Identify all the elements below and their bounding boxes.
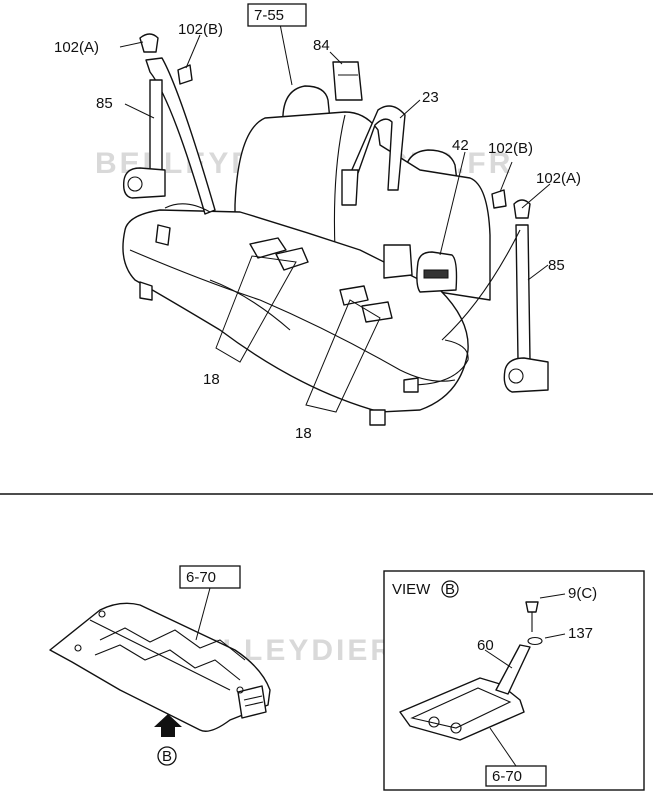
floor-bracket-detail (243, 695, 264, 707)
lap-anchor-left (155, 224, 171, 246)
callout-6-70-right: 6-70 (492, 768, 522, 785)
view-marker-circle (157, 746, 177, 766)
leader-6-70-right (489, 727, 517, 767)
floor-panel-body (49, 602, 271, 732)
bolt-head-9c (525, 601, 539, 613)
leader-60 (484, 649, 513, 669)
view-b-title-circle (441, 580, 459, 598)
right-belt-assembly (403, 189, 549, 393)
left-belt-assembly (122, 33, 216, 246)
callout-85-right: 85 (548, 257, 565, 274)
cover-102b-right (491, 189, 507, 209)
callout-9c: 9(C) (568, 585, 597, 602)
callout-7-55: 7-55 (254, 7, 284, 24)
callout-18-right: 18 (295, 425, 312, 442)
floor-hole-1 (98, 610, 106, 618)
seat-leg-front (139, 281, 153, 301)
leader-102b-left (185, 34, 201, 69)
leader-102b-right (499, 161, 513, 193)
leader-6-70-left (195, 587, 211, 641)
retractor-left-hub (127, 176, 143, 192)
buckle-18-left-a (249, 237, 287, 259)
callout-23: 23 (422, 89, 439, 106)
view-arrow-icon (154, 714, 182, 737)
floor-rib-2 (99, 627, 246, 661)
tray-boss-2 (450, 722, 462, 734)
leader-7-55 (279, 23, 293, 86)
washer-137 (527, 636, 543, 646)
buckle-18-left-b (275, 247, 309, 271)
tongue-center (341, 169, 359, 206)
belt-retractor-strap-left (149, 79, 163, 176)
leader-137 (544, 633, 566, 639)
callout-84: 84 (313, 37, 330, 54)
leader-18-right (305, 299, 381, 413)
leader-85-left (124, 103, 155, 119)
buckle-18-right-b (361, 301, 393, 323)
floor-bracket (237, 685, 267, 719)
view-b-bracket (399, 601, 543, 741)
callout-102a-left: 102(A) (54, 39, 99, 56)
view-b-title: VIEW (392, 581, 431, 598)
bracket-arm (495, 644, 531, 695)
lap-strap-right (409, 339, 469, 386)
tray-boss-1 (428, 716, 440, 728)
leader-102a-left (119, 41, 144, 48)
leader-85-right (527, 264, 549, 281)
ref-box-7-55 (247, 3, 307, 27)
belt-retractor-strap-right (515, 224, 531, 361)
retractor-right (503, 357, 549, 393)
callout-137: 137 (568, 625, 593, 642)
cover-102b-left (177, 64, 193, 85)
callout-42: 42 (452, 137, 469, 154)
callout-18-left: 18 (203, 371, 220, 388)
leader-23 (399, 99, 421, 119)
buckle-18-right-a (339, 285, 369, 306)
belt-webbing-23 (343, 105, 406, 191)
view-marker-label: B (162, 748, 172, 765)
retractor-left (122, 167, 166, 199)
callout-60: 60 (477, 637, 494, 654)
lap-anchor-right (403, 377, 419, 393)
floor-rib-1 (89, 619, 231, 691)
center-belt-assembly (332, 61, 413, 279)
retractor-right-hub (508, 368, 524, 384)
anchor-102a-left (139, 33, 159, 53)
lap-strap-left (164, 203, 211, 213)
floor-hole-3 (236, 686, 244, 694)
floor-hole-2 (74, 644, 82, 652)
callout-85-left: 85 (96, 95, 113, 112)
seat-leg-rear (369, 409, 386, 426)
shoulder-strap-right (441, 229, 521, 341)
view-b-title-marker: B (445, 581, 455, 598)
leader-9c (539, 593, 566, 599)
callout-102a-right: 102(A) (536, 170, 581, 187)
floor-panel (49, 602, 271, 732)
tray-inner (410, 687, 512, 729)
ref-box-6-70-right (485, 765, 547, 787)
leader-18-left (215, 255, 297, 363)
ref-box-6-70-left (179, 565, 241, 589)
retractor-84 (332, 61, 363, 101)
leader-42 (439, 151, 466, 256)
buckle-center (383, 244, 413, 279)
callout-102b-right: 102(B) (488, 140, 533, 157)
floor-rib-3 (94, 644, 241, 681)
cushion-seam-2 (209, 279, 291, 331)
leader-102a-right (521, 183, 551, 209)
leader-84 (329, 51, 343, 65)
seat-cushion (122, 209, 469, 413)
buckle-42-slot (423, 269, 449, 279)
seat-back-seam (333, 114, 346, 251)
callout-102b-left: 102(B) (178, 21, 223, 38)
callout-6-70-left: 6-70 (186, 569, 216, 586)
tray-60 (399, 677, 525, 741)
